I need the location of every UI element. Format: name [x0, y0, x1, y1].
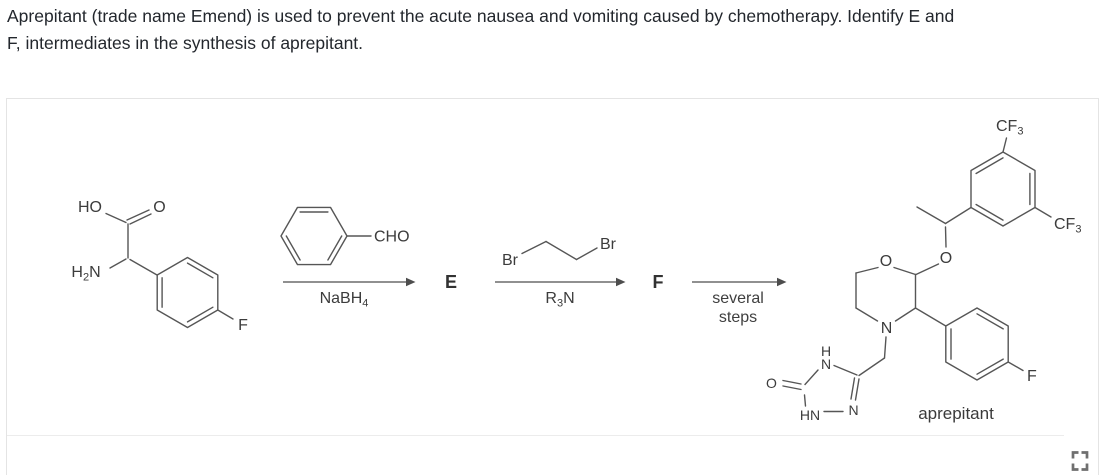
intermediate-label-e: E: [445, 272, 457, 292]
atom-label-triazole-n4: N: [848, 402, 858, 418]
atom-label-br-left: Br: [502, 252, 519, 269]
expand-icon[interactable]: [1070, 450, 1090, 472]
intermediate-label-f: F: [653, 272, 664, 292]
atom-label-f: F: [238, 317, 248, 334]
reagent-label-nabh4: NaBH4: [320, 290, 369, 310]
question-text: Aprepitant (trade name Emend) is used to…: [7, 3, 1097, 57]
atom-label-o: O: [153, 199, 165, 216]
atom-label-br-right: Br: [600, 236, 617, 253]
atom-label-ether-o: O: [940, 250, 952, 267]
question-line-2: F, intermediates in the synthesis of apr…: [7, 33, 364, 53]
structure-fluorophenylglycine: HO O H2N F: [71, 199, 248, 334]
atom-label-triazole-hn: HN: [800, 407, 820, 423]
reagent-dibromoethane: Br Br: [502, 236, 617, 269]
atom-label-cf3-right: CF3: [1054, 216, 1081, 236]
atom-label-cho: CHO: [374, 229, 410, 246]
atom-label-morpholine-n: N: [881, 320, 893, 337]
atom-label-morpholine-o: O: [880, 253, 892, 270]
arrow-caption-line2: steps: [719, 309, 757, 326]
reaction-scheme-panel: [6, 98, 1099, 475]
atom-label-triazole-h: H: [821, 343, 831, 359]
arrow-step3: several steps: [692, 277, 787, 326]
panel-divider: [7, 435, 1064, 436]
atom-label-ho: HO: [78, 199, 102, 216]
atom-label-h2n: H2N: [71, 264, 100, 284]
reagent-label-r3n: R3N: [545, 290, 574, 310]
atom-label-carbonyl-o: O: [766, 375, 777, 391]
product-caption: aprepitant: [918, 404, 994, 423]
arrow-caption-line1: several: [712, 290, 764, 307]
arrow-step1: NaBH4: [283, 277, 416, 310]
question-line-1: Aprepitant (trade name Emend) is used to…: [7, 6, 955, 26]
atom-label-cf3-top: CF3: [996, 118, 1023, 138]
atom-label-triazole-n1: N: [821, 356, 831, 372]
arrow-step2: R3N: [495, 277, 626, 310]
reagent-benzaldehyde: CHO: [280, 206, 410, 266]
structure-aprepitant: CF3 CF3 O O N F: [766, 118, 1081, 423]
atom-label-aryl-f: F: [1027, 368, 1037, 385]
